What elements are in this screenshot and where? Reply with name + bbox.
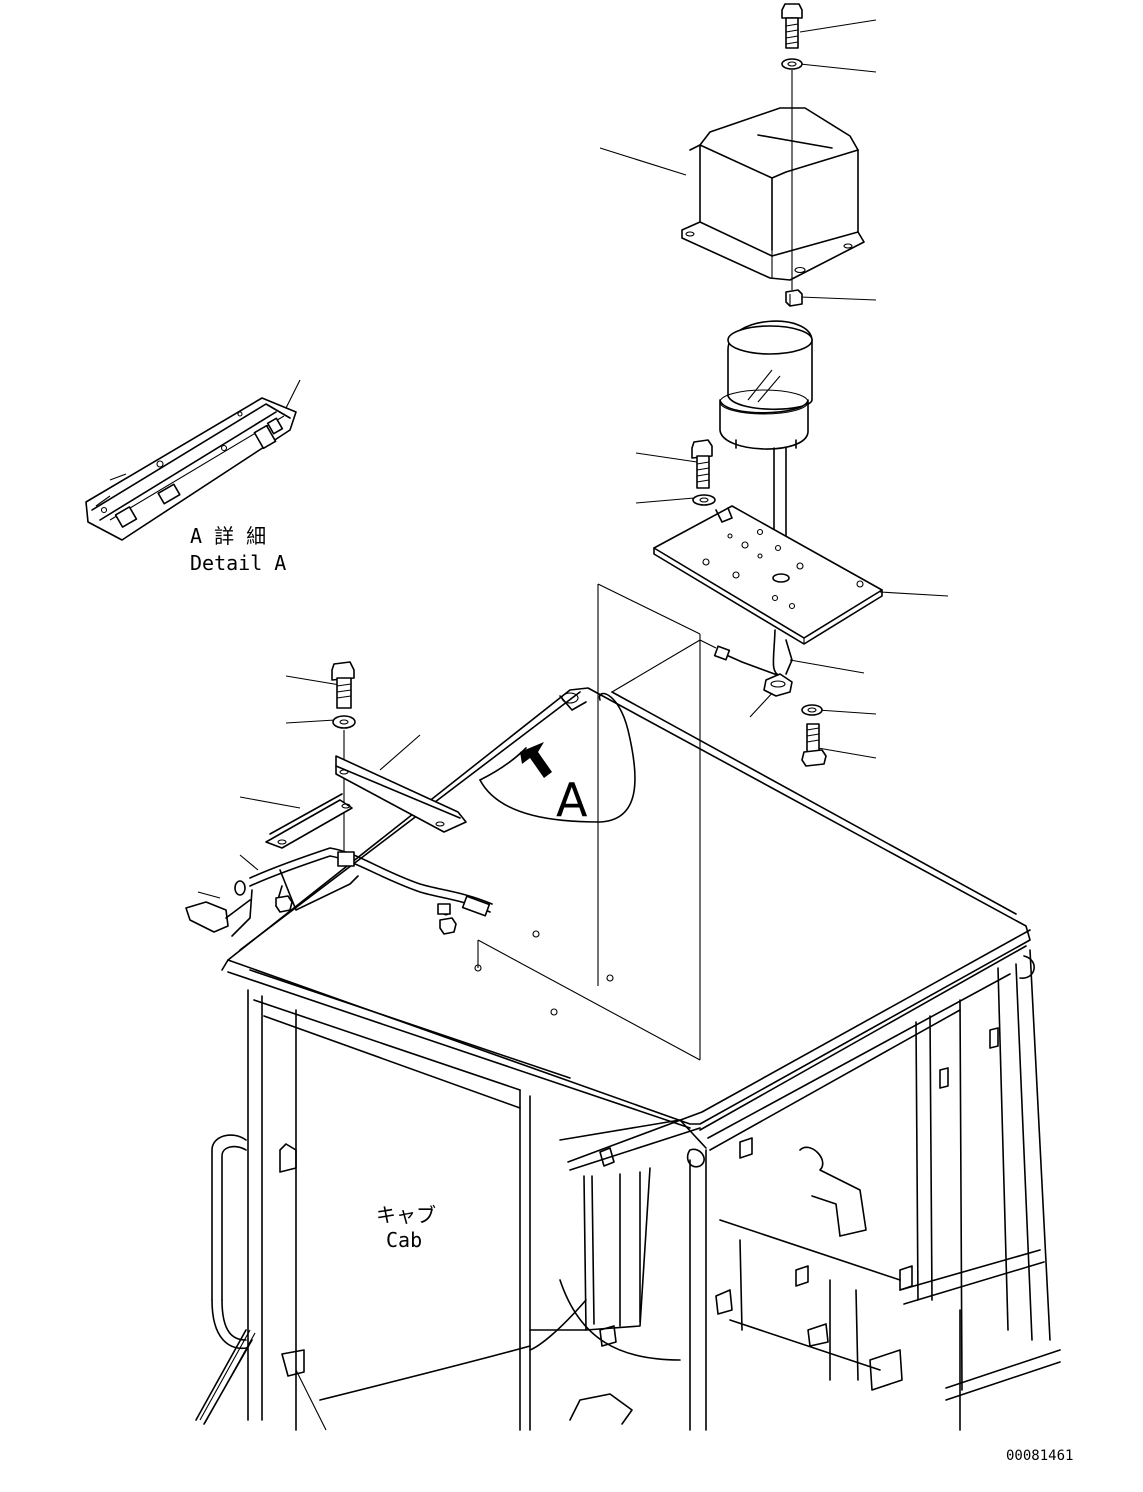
cab-label-en: Cab [386,1228,422,1252]
projection-lines [477,583,701,1061]
hex-nut [785,289,803,307]
rotating-beacon-lamp [719,320,813,621]
cab-label-jp: キャブ [376,1203,436,1227]
lamp-guard-cover [681,107,865,281]
bracket-bolt [331,661,355,709]
view-arrow-a [520,742,552,778]
upper-bracket [335,755,467,833]
cab-frame [195,929,1061,1431]
lower-bracket [265,793,353,849]
detail-a-label-en: Detail A [190,551,286,575]
detail-a-inset [85,397,297,541]
mounting-plate [653,505,883,645]
detail-a-label-jp: A 詳 細 [190,524,266,548]
bracket-washer [332,715,356,729]
cab-roof [221,687,1031,1131]
roof-nuts [275,895,457,935]
lamp-harness [699,629,793,697]
mount-washer [692,494,716,506]
top-washer [781,58,803,70]
top-bolt [781,3,803,49]
roof-wire-harness [185,847,493,937]
mount-bolt [691,439,713,489]
drawing-code: 00081461 [1006,1448,1073,1464]
view-letter-a: A [556,773,588,827]
lower-washer [801,704,823,716]
lower-bolt [801,723,827,767]
